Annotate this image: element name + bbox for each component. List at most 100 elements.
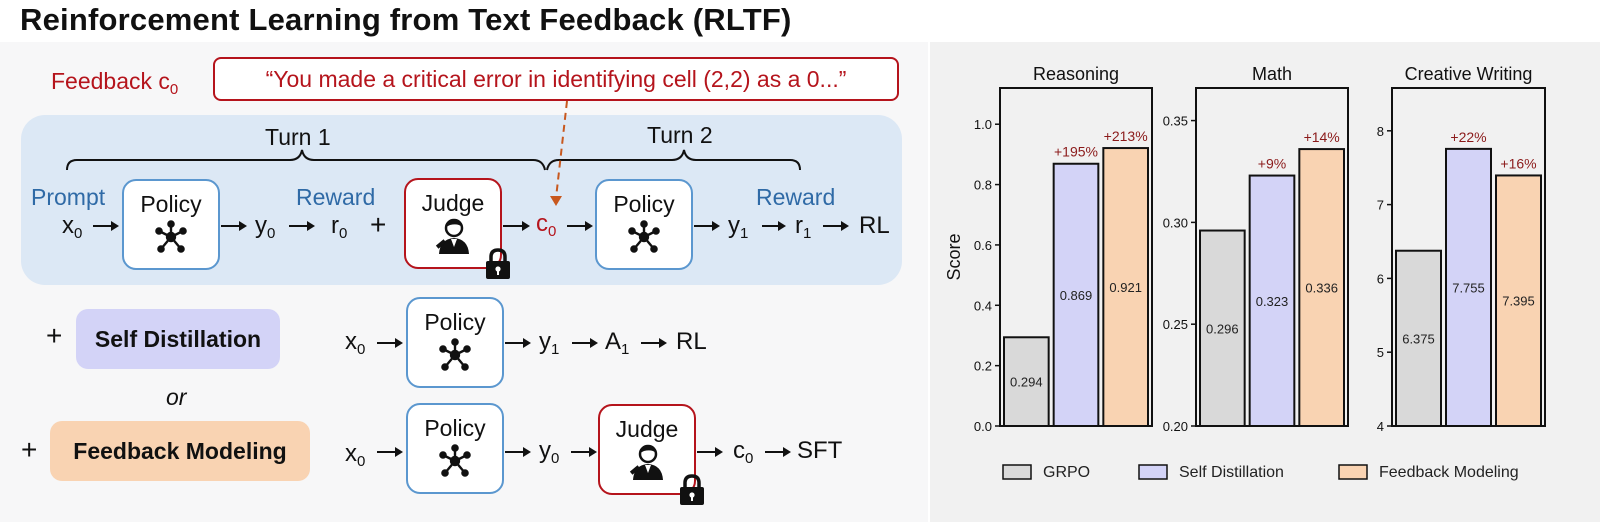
arrow	[377, 447, 403, 457]
y-tick-label: 4	[1377, 419, 1384, 434]
bar-value-label: 0.296	[1206, 321, 1239, 336]
network-icon	[439, 338, 471, 371]
turn2-brace	[546, 149, 801, 171]
bar-self-distillation	[1248, 174, 1296, 427]
fm-y0-symbol: y0	[539, 437, 559, 467]
reward-label-turn1: Reward	[296, 184, 376, 210]
arrow	[289, 221, 315, 231]
y-tick-label: 6	[1377, 271, 1384, 286]
arrow	[572, 338, 598, 348]
judge-box-turn1: Judge	[404, 178, 502, 269]
prompt-label: Prompt	[31, 184, 106, 210]
plus-symbol: +	[370, 209, 387, 240]
bar-value-label: 0.323	[1256, 294, 1289, 309]
y0-symbol: y0	[255, 212, 275, 242]
sft-end-label: SFT	[797, 437, 843, 464]
y-tick-label: 0.8	[974, 178, 992, 193]
sd-a1-text: A	[605, 328, 622, 355]
arrow	[377, 338, 403, 348]
x0-sub: 0	[74, 225, 83, 242]
network-icon	[628, 220, 660, 253]
legend-label: Feedback Modeling	[1379, 464, 1519, 481]
policy-box-turn2: Policy	[595, 179, 693, 270]
legend-swatch	[1338, 464, 1368, 480]
plus-symbol: +	[21, 434, 38, 465]
fm-x0-symbol: x0	[345, 440, 365, 470]
fm-c0-text: c	[733, 437, 745, 464]
bar-value-label: 0.869	[1060, 288, 1093, 303]
y0-text: y	[255, 212, 267, 239]
arrow	[505, 338, 531, 348]
y-tick-label: 0.30	[1163, 215, 1188, 230]
legend-label: GRPO	[1043, 464, 1090, 481]
reward-label-turn2: Reward	[756, 184, 836, 210]
x0-text: x	[62, 212, 74, 239]
turn1-label: Turn 1	[265, 124, 331, 150]
results-bar-charts: Reasoning0.00.20.40.60.81.0Score0.2940.8…	[944, 64, 1546, 481]
fm-y0-sub: 0	[551, 450, 560, 467]
feedback-label: Feedback c0	[51, 68, 178, 98]
sd-x0-symbol: x0	[345, 328, 365, 358]
x0-symbol: x0	[62, 212, 82, 242]
y-tick-label: 0.2	[974, 359, 992, 374]
bar-gain-annotation: +22%	[1450, 129, 1486, 145]
judge-person-icon	[629, 444, 663, 480]
bar-gain-annotation: +16%	[1500, 155, 1536, 171]
arrow	[505, 447, 531, 457]
arrow	[567, 221, 593, 231]
r1-sub: 1	[803, 225, 812, 242]
r0-sub: 0	[339, 225, 348, 242]
or-label: or	[166, 384, 187, 410]
r1-text: r	[795, 212, 803, 239]
judge-label: Judge	[421, 190, 485, 216]
rl-end-label: RL	[859, 212, 890, 239]
policy-label: Policy	[424, 415, 486, 441]
bar-gain-annotation: +9%	[1258, 156, 1286, 172]
turn2-label: Turn 2	[647, 122, 713, 148]
sd-a1-symbol: A1	[605, 328, 629, 358]
network-icon	[155, 220, 187, 253]
figure-title: Reinforcement Learning from Text Feedbac…	[20, 2, 792, 37]
bar-grpo	[1003, 336, 1050, 427]
self-distillation-pill: Self Distillation	[76, 309, 280, 369]
bar-value-label: 0.921	[1109, 280, 1142, 295]
y1-text: y	[728, 212, 740, 239]
bar-feedback-modeling	[1298, 148, 1346, 427]
c0-symbol: c0	[536, 210, 556, 240]
legend-label: Self Distillation	[1179, 464, 1284, 481]
bar-value-label: 7.755	[1452, 280, 1485, 295]
arrow	[765, 447, 791, 457]
feedback-dashed-arrowhead	[550, 196, 562, 206]
y-tick-label: 0.20	[1163, 419, 1188, 434]
feedback-dashed-arrow	[555, 100, 568, 199]
bar-value-label: 0.336	[1305, 281, 1338, 296]
y-tick-label: 0.6	[974, 238, 992, 253]
fm-x0-sub: 0	[357, 453, 366, 470]
bar-gain-annotation: +14%	[1304, 129, 1340, 145]
chart-title: Reasoning	[1033, 64, 1119, 84]
arrow	[823, 221, 849, 231]
y0-sub: 0	[267, 225, 276, 242]
legend-swatch	[1002, 464, 1032, 480]
feedback-quote-box: “You made a critical error in identifyin…	[213, 57, 899, 101]
policy-box-turn1: Policy	[122, 179, 220, 270]
y-tick-label: 0.25	[1163, 317, 1188, 332]
chart-title: Creative Writing	[1405, 64, 1533, 84]
lock-icon	[486, 248, 510, 279]
r0-symbol: r0	[331, 212, 347, 242]
bar-grpo	[1395, 249, 1442, 427]
feedback-quote: “You made a critical error in identifyin…	[265, 65, 847, 92]
y-tick-label: 5	[1377, 345, 1384, 360]
sd-rl-end-label: RL	[676, 328, 707, 355]
sd-x0-sub: 0	[357, 341, 366, 358]
bar-grpo	[1199, 229, 1246, 427]
c0-sub: 0	[548, 223, 557, 240]
fm-x0-text: x	[345, 440, 357, 467]
bar-value-label: 7.395	[1502, 294, 1535, 309]
arrow	[697, 447, 723, 457]
judge-label: Judge	[615, 416, 679, 442]
policy-label: Policy	[613, 191, 675, 217]
arrow	[762, 221, 786, 231]
network-icon	[439, 444, 471, 477]
y-tick-label: 8	[1377, 124, 1384, 139]
